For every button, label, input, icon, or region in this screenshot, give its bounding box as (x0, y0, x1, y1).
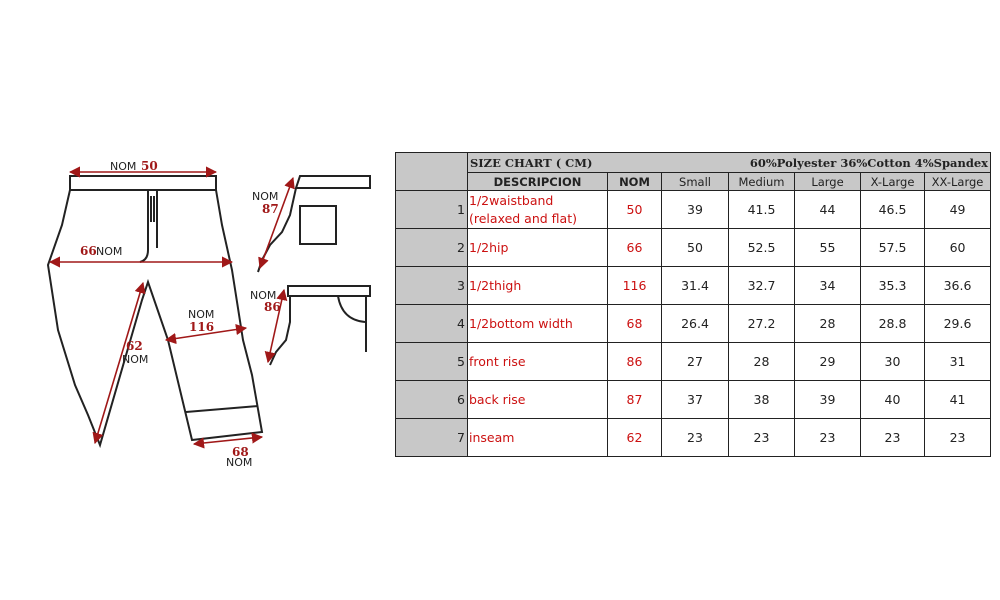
back-rise-nom-label: NOM (252, 190, 278, 203)
front-rise-nom-label: NOM (250, 289, 276, 302)
pants-front-view (46, 175, 264, 449)
chart-title-cell: SIZE CHART ( CM) 60%Polyester 36%Cotton … (466, 152, 992, 173)
size-value: 46.5 (860, 190, 925, 229)
size-value: 29 (794, 342, 861, 381)
back-rise-value-label: 87 (262, 202, 279, 216)
size-value: 35.3 (860, 266, 925, 305)
size-value: 28.8 (860, 304, 925, 343)
size-value: 32.7 (728, 266, 795, 305)
size-value: 37 (661, 380, 729, 419)
thigh-value-label: 116 (189, 320, 214, 334)
waist-value-label: 50 (141, 159, 158, 173)
size-value: 23 (728, 418, 795, 457)
size-value: 23 (860, 418, 925, 457)
measurement-arrows (48, 166, 295, 449)
title-row: SIZE CHART ( CM) 60%Polyester 36%Cotton … (395, 152, 992, 191)
measurement-description: back rise (467, 380, 608, 419)
size-value: 28 (794, 304, 861, 343)
size-value: 28 (728, 342, 795, 381)
measurement-description: 1/2waistband (relaxed and flat) (467, 190, 608, 229)
row-index: 2 (395, 228, 468, 267)
nominal-value: 66 (607, 228, 662, 267)
row-index: 3 (395, 266, 468, 305)
size-value: 40 (860, 380, 925, 419)
size-value: 31 (923, 342, 992, 381)
size-value: 34 (794, 266, 861, 305)
header-size-large: Large (794, 172, 861, 191)
thigh-nom-label: NOM (188, 308, 214, 321)
waist-nom-label: NOM (110, 160, 136, 173)
size-value: 55 (794, 228, 861, 267)
nominal-value: 86 (607, 342, 662, 381)
size-value: 41.5 (728, 190, 795, 229)
size-value: 49 (923, 190, 992, 229)
size-value: 26.4 (661, 304, 729, 343)
measurement-description: 1/2thigh (467, 266, 608, 305)
size-value: 23 (794, 418, 861, 457)
size-value: 27.2 (728, 304, 795, 343)
inseam-value-label: 62 (126, 339, 143, 353)
nominal-value: 62 (607, 418, 662, 457)
size-value: 39 (661, 190, 729, 229)
measurement-description: 1/2bottom width (467, 304, 608, 343)
header-size-small: Small (661, 172, 729, 191)
nominal-value: 50 (607, 190, 662, 229)
inseam-nom-label: NOM (122, 353, 148, 366)
row-index: 5 (395, 342, 468, 381)
row-index: 7 (395, 418, 468, 457)
nominal-value: 87 (607, 380, 662, 419)
header-size-medium: Medium (728, 172, 795, 191)
table-corner (395, 152, 468, 191)
size-value: 39 (794, 380, 861, 419)
size-value: 52.5 (728, 228, 795, 267)
measurement-description: front rise (467, 342, 608, 381)
bottom-nom-label: NOM (226, 456, 252, 469)
size-value: 27 (661, 342, 729, 381)
row-index: 1 (395, 190, 468, 229)
hip-nom-label: NOM (96, 245, 122, 258)
size-value: 38 (728, 380, 795, 419)
size-value: 23 (923, 418, 992, 457)
pants-measurement-diagram: NOM 50 66 NOM NOM 116 62 NOM 68 NOM NOM … (46, 159, 371, 469)
chart-title: SIZE CHART ( CM) (470, 155, 593, 170)
pants-side-view (269, 285, 371, 366)
header-row: DESCRIPCION NOM Small Medium Large X-Lar… (396, 172, 992, 191)
bottom-value-label: 68 (232, 445, 249, 459)
measurement-description: 1/2hip (467, 228, 608, 267)
header-description: DESCRIPCION (467, 172, 608, 191)
size-value: 30 (860, 342, 925, 381)
measurement-description: inseam (467, 418, 608, 457)
front-rise-value-label: 86 (264, 300, 281, 314)
size-chart: SIZE CHART ( CM) 60%Polyester 36%Cotton … (395, 152, 992, 457)
header-nom: NOM (607, 172, 662, 191)
size-value: 50 (661, 228, 729, 267)
size-value: 41 (923, 380, 992, 419)
size-value: 23 (661, 418, 729, 457)
material-composition: 60%Polyester 36%Cotton 4%Spandex (749, 155, 989, 170)
size-value: 57.5 (860, 228, 925, 267)
nominal-value: 68 (607, 304, 662, 343)
size-value: 29.6 (923, 304, 992, 343)
header-size-x-large: X-Large (860, 172, 925, 191)
size-value: 36.6 (923, 266, 992, 305)
size-value: 31.4 (661, 266, 729, 305)
nominal-value: 116 (607, 266, 662, 305)
size-value: 44 (794, 190, 861, 229)
row-index: 6 (395, 380, 468, 419)
hip-value-label: 66 (80, 244, 97, 258)
size-value: 60 (923, 228, 992, 267)
size-chart-table: SIZE CHART ( CM) 60%Polyester 36%Cotton … (395, 152, 992, 457)
row-index: 4 (395, 304, 468, 343)
header-size-xx-large: XX-Large (923, 172, 992, 191)
